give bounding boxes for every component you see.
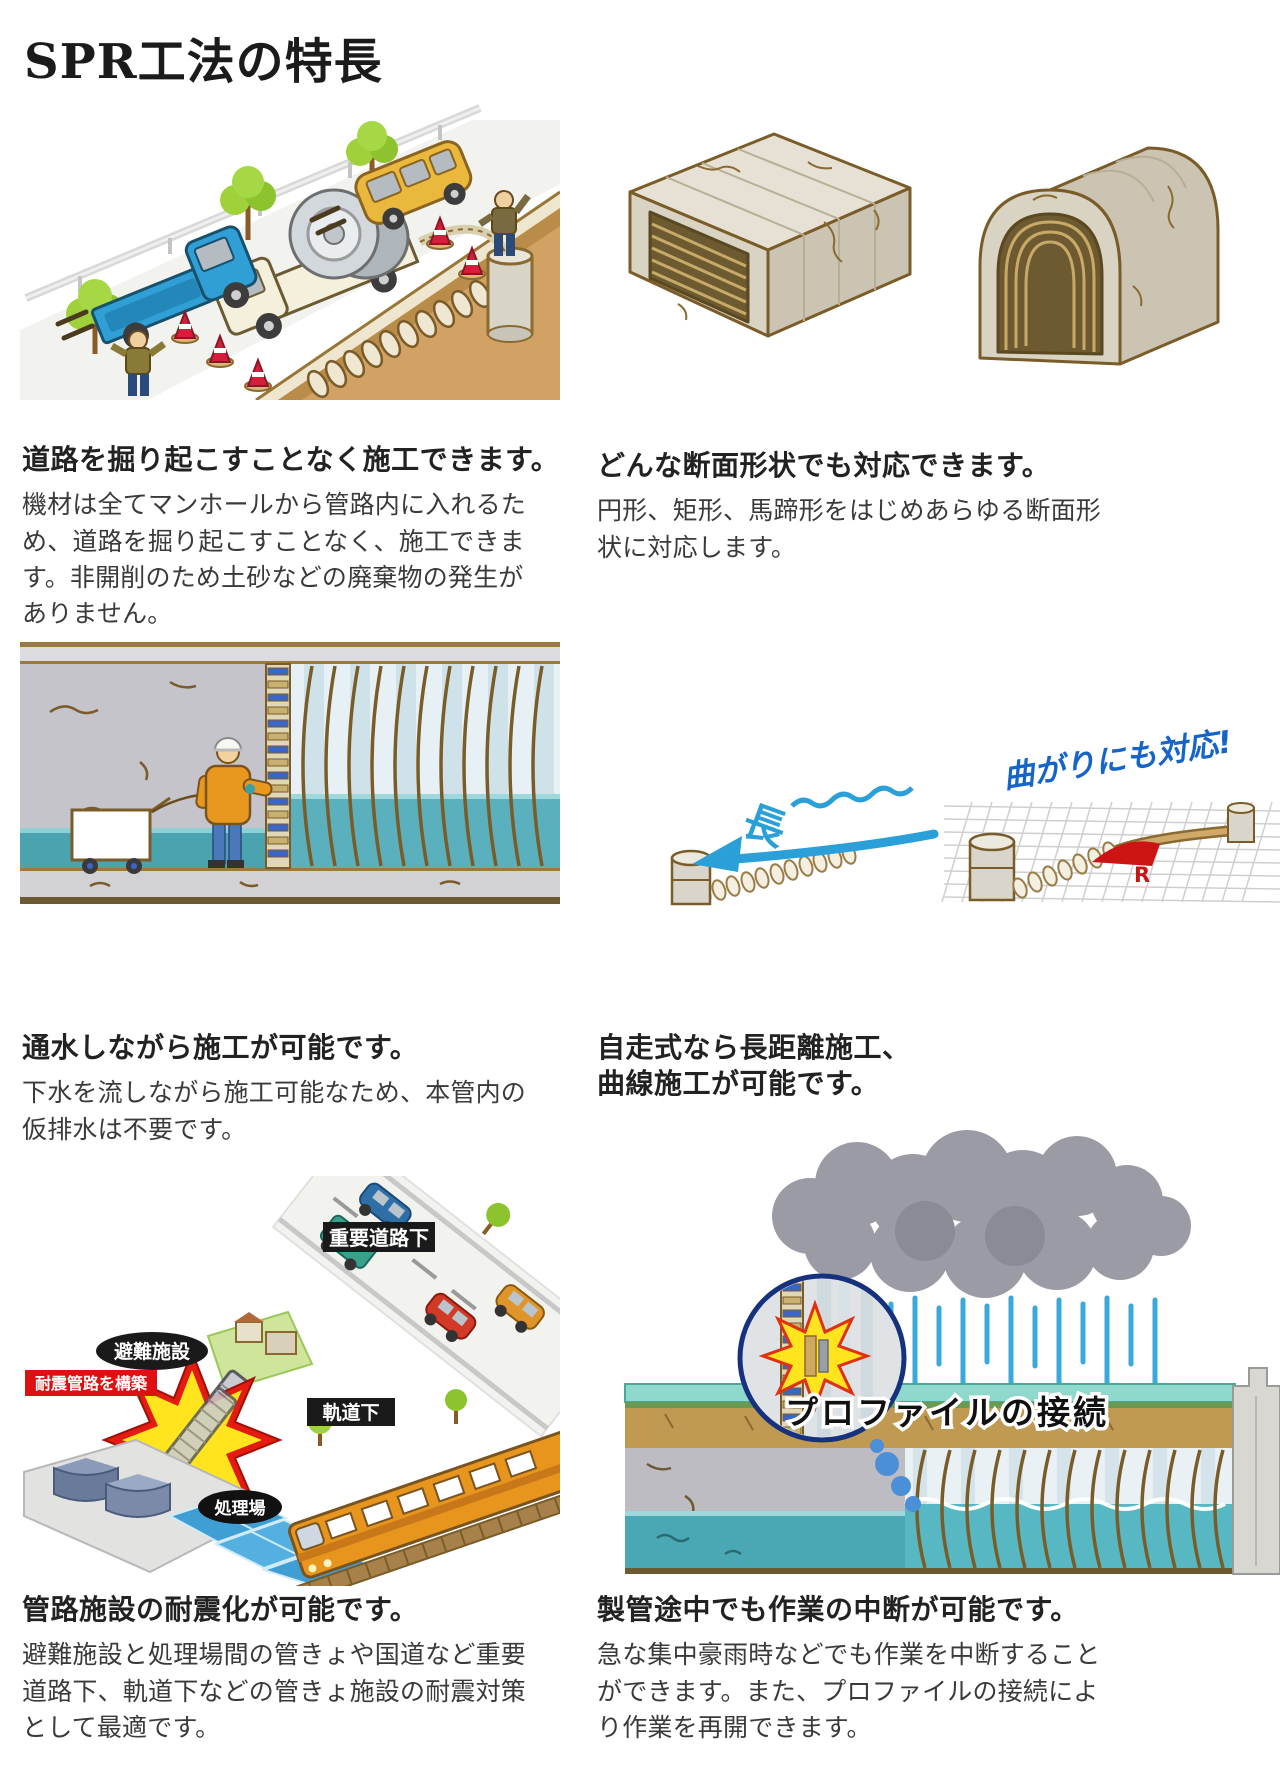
label-treatment-plant: 処理場 <box>198 1490 282 1524</box>
crack-lines <box>49 680 461 888</box>
svg-text:避難施設: 避難施設 <box>114 1340 191 1363</box>
winding-machine <box>265 663 291 869</box>
feature-interruption: 製管途中でも作業の中断が可能です。 急な集中豪雨時などでも作業を中断することがで… <box>597 1592 1145 1746</box>
crack-lines <box>677 161 880 321</box>
svg-text:耐震管路を構築: 耐震管路を構築 <box>35 1374 148 1393</box>
tree <box>481 1202 511 1236</box>
label-evacuation-facility: 避難施設 <box>96 1332 208 1370</box>
illustration-seismic: 重要道路下 避難施設 耐震管路を構築 軌道下 処理場 <box>20 1176 560 1586</box>
tunnel-worker <box>195 737 273 868</box>
illustration-cross-sections <box>588 126 1240 394</box>
worker-figure <box>110 330 167 396</box>
water-droplets <box>870 1439 921 1512</box>
feature-heading: 管路施設の耐震化が可能です。 <box>22 1593 419 1626</box>
lined-pipe <box>904 1448 1235 1570</box>
profile-connection-label: プロファイルの接続 <box>785 1393 1109 1432</box>
fish-squiggles <box>656 1533 742 1556</box>
tree <box>220 166 276 240</box>
label-seismic-pipeline: 耐震管路を構築 <box>25 1370 157 1396</box>
illustration-trenchless-construction <box>20 92 560 400</box>
rain-cloud <box>772 1130 1191 1298</box>
box-culvert <box>628 132 912 338</box>
speed-lines <box>55 205 347 341</box>
magnifier-detail <box>737 1273 921 1512</box>
svg-text:処理場: 処理場 <box>214 1499 266 1519</box>
feature-any-cross-section: どんな断面形状でも対応できます。 円形、矩形、馬蹄形をはじめあらゆる断面形状に対… <box>597 448 1145 566</box>
yellow-van <box>354 140 473 230</box>
feature-heading: 通水しながら施工が可能です。 <box>22 1031 419 1064</box>
feature-heading: 自走式なら長距離施工、 曲線施工が可能です。 <box>597 1030 1145 1103</box>
feature-body: 急な集中豪雨時などでも作業を中断することができます。また、プロファイルの接続によ… <box>597 1640 1101 1742</box>
ground-cross-section <box>624 1367 1280 1575</box>
feature-body: 機材は全てマンホールから管路内に入れるため、道路を掘り起こすことなく、施工できま… <box>22 490 527 629</box>
squiggle-line <box>790 785 914 809</box>
feature-body: 円形、矩形、馬蹄形をはじめあらゆる断面形状に対応します。 <box>597 496 1102 562</box>
traffic-cones <box>171 215 486 392</box>
feature-heading-line1: 自走式なら長距離施工、 <box>597 1031 911 1064</box>
horseshoe-tunnel <box>978 146 1220 366</box>
manhole <box>1227 802 1255 843</box>
radius-wedge <box>1092 841 1160 866</box>
illustration-interruption: プロファイルの接続 <box>595 1056 1280 1578</box>
long-distance-arrow <box>715 829 939 865</box>
feature-heading: どんな断面形状でも対応できます。 <box>597 449 1051 482</box>
feature-body: 避難施設と処理場間の管きょや国道など重要道路下、軌道下などの管きょ施設の耐震対策… <box>22 1640 527 1742</box>
illustration-long-distance-curve: 長 曲がりにも対応! R <box>592 666 1280 908</box>
lined-pipe <box>288 664 560 868</box>
evacuation-field <box>206 1310 314 1392</box>
svg-text:軌道下: 軌道下 <box>322 1401 379 1424</box>
label-major-road: 重要道路下 <box>323 1222 435 1252</box>
train-scene <box>288 1389 560 1586</box>
feature-heading: 製管途中でも作業の中断が可能です。 <box>597 1593 1079 1626</box>
illustration-flow-during-work <box>20 642 560 904</box>
feature-no-digging: 道路を掘り起こすことなく施工できます。 機材は全てマンホールから管路内に入れるた… <box>22 442 570 632</box>
svg-text:重要道路下: 重要道路下 <box>329 1226 429 1250</box>
manhole <box>968 832 1016 902</box>
feature-flow-during-work: 通水しながら施工が可能です。 下水を流しながら施工可能なため、本管内の仮排水は不… <box>22 1030 570 1148</box>
feature-heading: 道路を掘り起こすことなく施工できます。 <box>22 443 560 476</box>
worker-figure <box>478 190 531 256</box>
label-rail-track: 軌道下 <box>307 1398 395 1426</box>
manhole <box>486 246 534 343</box>
feature-body: 下水を流しながら施工可能なため、本管内の仮排水は不要です。 <box>22 1078 527 1144</box>
radius-label: R <box>1134 863 1150 887</box>
spiral-pipe <box>1012 841 1118 899</box>
feature-heading-line2: 曲線施工が可能です。 <box>597 1067 880 1101</box>
feature-seismic: 管路施設の耐震化が可能です。 避難施設と処理場間の管きょや国道など重要道路下、軌… <box>22 1592 570 1746</box>
crack-lines <box>1032 185 1175 307</box>
material-cart <box>70 796 171 874</box>
feature-long-distance-curve: 自走式なら長距離施工、 曲線施工が可能です。 <box>597 1030 1145 1112</box>
page-title: SPR工法の特長 <box>24 34 383 90</box>
